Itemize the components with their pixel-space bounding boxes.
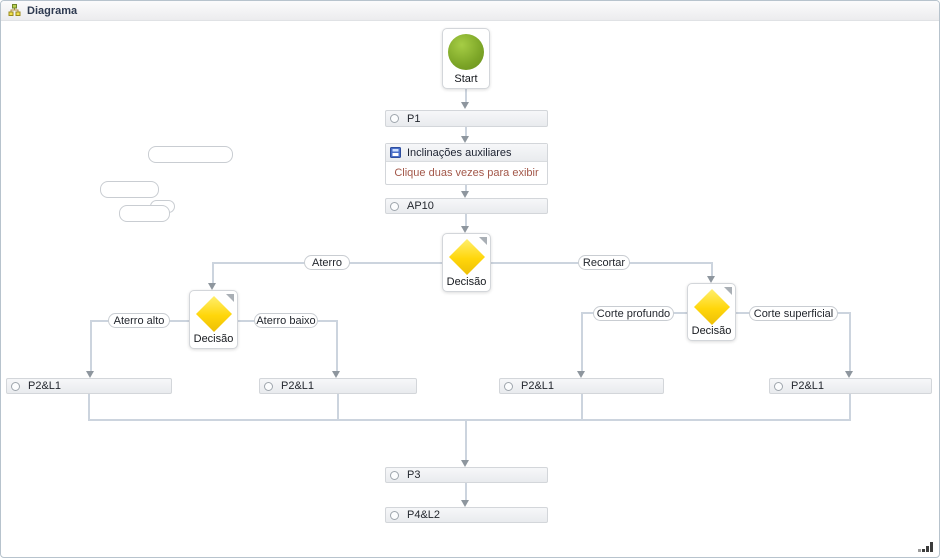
panel-titlebar: Diagrama xyxy=(1,1,939,21)
subdiagram-icon xyxy=(390,147,401,158)
process-box-label: P2&L1 xyxy=(28,380,62,392)
arrowhead-icon xyxy=(707,276,715,283)
process-box-p3[interactable]: P3 xyxy=(385,467,548,483)
connector-line xyxy=(337,394,339,419)
connector-line xyxy=(465,185,467,192)
connector-line xyxy=(849,394,851,419)
process-box-p2l1-1[interactable]: P2&L1 xyxy=(6,378,172,394)
connector-line xyxy=(711,262,713,276)
arrowhead-icon xyxy=(208,283,216,290)
process-box-p4l2[interactable]: P4&L2 xyxy=(385,507,548,523)
start-node-label: Start xyxy=(454,73,478,85)
empty-label-shape[interactable] xyxy=(100,181,159,198)
decision-node-label: Decisão xyxy=(691,325,732,337)
connector-line xyxy=(581,312,583,371)
process-box-label: P4&L2 xyxy=(407,509,441,521)
radio-icon xyxy=(774,381,783,391)
process-box-label: P1 xyxy=(407,112,421,125)
process-box-label: AP10 xyxy=(407,200,434,212)
green-circle-icon xyxy=(448,34,484,70)
connector-line xyxy=(212,262,214,283)
connector-line xyxy=(336,320,338,371)
connector-line xyxy=(849,312,851,371)
radio-icon xyxy=(390,201,399,211)
process-box-ap10[interactable]: AP10 xyxy=(385,198,548,214)
edge-label-recortar[interactable]: Recortar xyxy=(578,255,630,270)
process-box-label: P2&L1 xyxy=(791,380,825,392)
radio-icon xyxy=(390,470,399,480)
arrowhead-icon xyxy=(845,371,853,378)
decision-node-label: Decisão xyxy=(446,276,487,288)
arrowhead-icon xyxy=(461,226,469,233)
connector-line xyxy=(88,419,851,421)
connector-line xyxy=(465,127,467,137)
edge-label-aterro-alto[interactable]: Aterro alto xyxy=(108,313,170,328)
connector-line xyxy=(465,214,467,226)
arrowhead-icon xyxy=(461,500,469,507)
empty-label-shape[interactable] xyxy=(148,146,233,163)
corner-fold-icon xyxy=(724,287,732,295)
decision-node-right[interactable]: Decisão xyxy=(687,283,736,341)
arrowhead-icon xyxy=(461,102,469,109)
corner-fold-icon xyxy=(479,237,487,245)
edge-label-aterro[interactable]: Aterro xyxy=(304,255,350,270)
collapsed-subdiagram-node[interactable]: Inclinações auxiliares Clique duas vezes… xyxy=(385,143,548,185)
org-chart-icon xyxy=(8,4,21,17)
subdiagram-title: Inclinações auxiliares xyxy=(407,146,512,159)
empty-label-shape[interactable] xyxy=(119,205,170,222)
connector-line xyxy=(465,419,467,460)
connector-line xyxy=(88,394,90,419)
connector-line xyxy=(465,483,467,500)
radio-icon xyxy=(504,381,513,391)
process-box-label: P3 xyxy=(407,469,421,481)
edge-label-corte-superficial[interactable]: Corte superficial xyxy=(749,306,838,321)
resize-grip-icon[interactable] xyxy=(917,539,933,552)
process-box-label: P2&L1 xyxy=(281,380,315,392)
radio-icon xyxy=(390,510,399,520)
process-box-label: P2&L1 xyxy=(521,380,555,392)
connector-line xyxy=(90,320,92,371)
radio-icon xyxy=(264,381,273,391)
process-box-p2l1-3[interactable]: P2&L1 xyxy=(499,378,664,394)
arrowhead-icon xyxy=(332,371,340,378)
start-node[interactable]: Start xyxy=(442,28,490,89)
arrowhead-icon xyxy=(86,371,94,378)
decision-node-left[interactable]: Decisão xyxy=(189,290,238,349)
panel-title: Diagrama xyxy=(27,4,78,17)
arrowhead-icon xyxy=(461,460,469,467)
connector-line xyxy=(465,89,467,102)
arrowhead-icon xyxy=(461,136,469,143)
connector-line xyxy=(581,394,583,419)
subdiagram-hint: Clique duas vezes para exibir xyxy=(394,167,539,179)
radio-icon xyxy=(11,381,20,391)
edge-label-aterro-baixo[interactable]: Aterro baixo xyxy=(254,313,318,328)
process-box-p2l1-2[interactable]: P2&L1 xyxy=(259,378,417,394)
process-box-p1[interactable]: P1 xyxy=(385,110,548,127)
arrowhead-icon xyxy=(461,191,469,198)
process-box-p2l1-4[interactable]: P2&L1 xyxy=(769,378,932,394)
edge-label-corte-profundo[interactable]: Corte profundo xyxy=(593,306,674,321)
subdiagram-header: Inclinações auxiliares xyxy=(386,144,547,162)
decision-node-label: Decisão xyxy=(193,333,234,345)
decision-node-main[interactable]: Decisão xyxy=(442,233,491,292)
corner-fold-icon xyxy=(226,294,234,302)
arrowhead-icon xyxy=(577,371,585,378)
radio-icon xyxy=(390,114,399,123)
